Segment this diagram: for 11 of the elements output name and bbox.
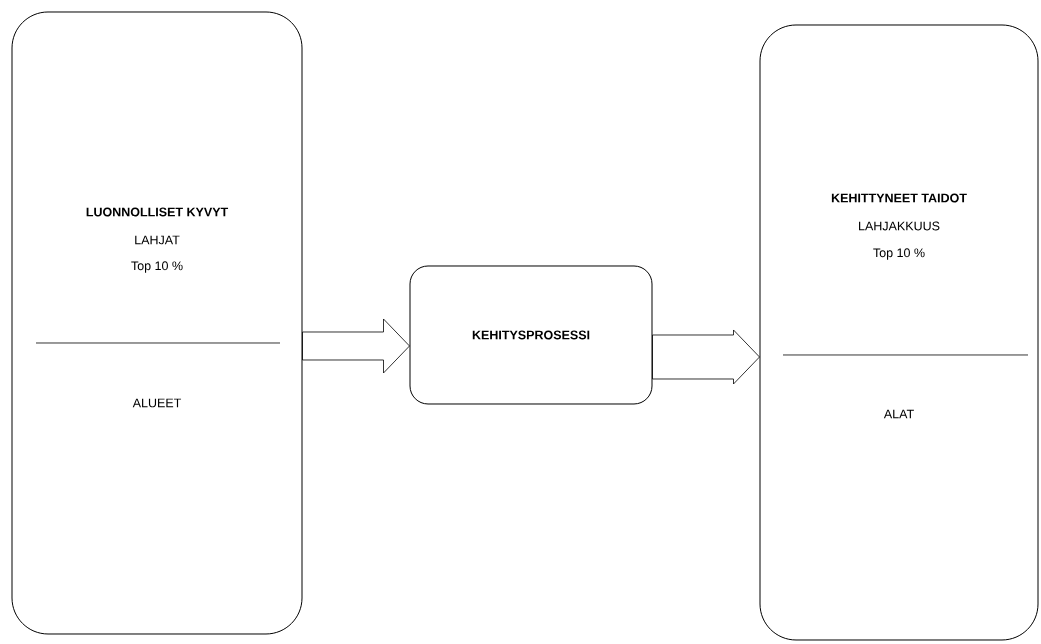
box-label: Top 10 % <box>873 248 925 260</box>
block-arrow <box>652 329 760 385</box>
box-label: Top 10 % <box>131 261 183 273</box>
box-heading: KEHITYSPROSESSI <box>472 330 590 340</box>
box-label: LAHJAT <box>135 235 180 245</box>
box-heading: LUONNOLLISET KYVYT <box>86 207 229 217</box>
box-label: ALUEET <box>132 398 182 408</box>
box-heading: KEHITTYNEET TAIDOT <box>831 193 967 203</box>
block-arrow <box>302 318 410 374</box>
box-label: ALAT <box>883 409 914 419</box>
box-label: LAHJAKKUUS <box>859 221 940 231</box>
